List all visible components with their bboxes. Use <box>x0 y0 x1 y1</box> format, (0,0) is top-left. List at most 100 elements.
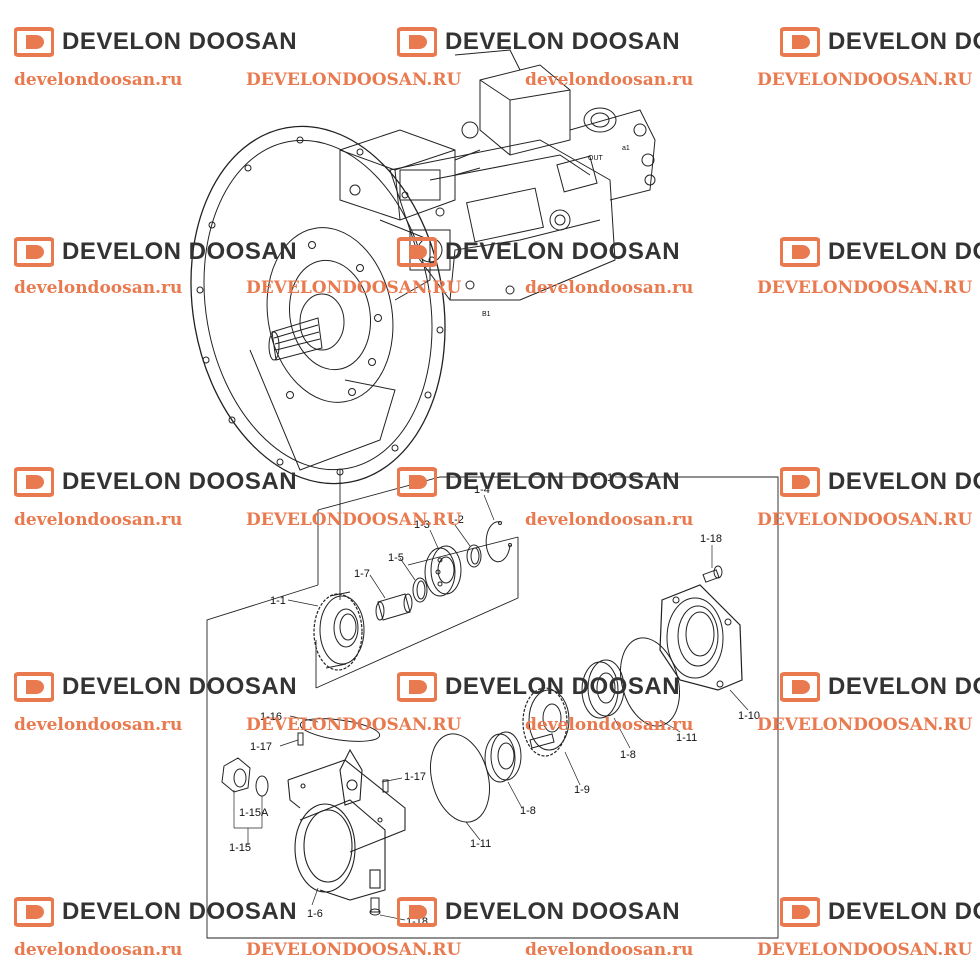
watermark-logo: DEVELON DOOSAN <box>397 467 680 497</box>
callout-1-3: 1-3 <box>414 519 430 531</box>
watermark-logo: DEVELON DOOSAN <box>14 672 297 702</box>
part-1-11-oring-right <box>620 637 680 727</box>
develon-logo-icon <box>780 467 820 497</box>
part-1-15-plug <box>221 757 251 793</box>
callout-1: 1 <box>607 472 613 484</box>
b1-port-label: B1 <box>482 311 491 318</box>
part-1-8-bearing-right <box>581 659 625 719</box>
callout-1-17-right: 1-17 <box>404 771 426 783</box>
callout-1-16: 1-16 <box>260 711 282 723</box>
watermark-logo: DEVELON DOOSAN <box>397 897 680 927</box>
part-1-6-casing <box>287 748 406 901</box>
watermark-brand: DEVELON DOOSAN <box>62 468 298 495</box>
develon-logo-icon <box>397 672 437 702</box>
watermark-brand: DEVELON DOOSAN <box>828 673 980 700</box>
watermark-url: DEVELONDOOSAN.RU <box>757 940 973 960</box>
watermark-logo: DEVELON DOOSAN <box>14 237 297 267</box>
callout-1-5: 1-5 <box>388 552 404 564</box>
develon-logo-icon <box>780 897 820 927</box>
callout-1-1: 1-1 <box>270 595 286 607</box>
part-1-3-bearing <box>424 545 462 597</box>
watermark-brand: DEVELON DOOSAN <box>445 898 681 925</box>
watermark-url: DEVELONDOOSAN.RU <box>757 510 973 530</box>
develon-logo-icon <box>14 672 54 702</box>
part-1-10-cover <box>659 584 743 691</box>
watermark-logo: DEVELON DOOSAN <box>14 467 297 497</box>
part-1-17-pin-left <box>297 732 304 746</box>
watermark-logo: DEVELON DOOSAN <box>780 897 980 927</box>
leader-lines <box>233 476 749 921</box>
develon-logo-icon <box>14 467 54 497</box>
part-1-15a-oring <box>255 775 269 797</box>
watermark-url: DEVELONDOOSAN.RU <box>246 510 462 530</box>
watermark-url: DEVELONDOOSAN.RU <box>246 70 462 90</box>
watermark-logo: DEVELON DOOSAN <box>397 672 680 702</box>
watermark-url: develondoosan.ru <box>525 278 694 298</box>
develon-logo-icon <box>397 467 437 497</box>
watermark-logo: DEVELON DOOSAN <box>14 897 297 927</box>
watermark-url: DEVELONDOOSAN.RU <box>757 70 973 90</box>
develon-logo-icon <box>14 897 54 927</box>
watermark-logo: DEVELON DOOSAN <box>14 27 297 57</box>
watermark-brand: DEVELON DOOSAN <box>828 468 980 495</box>
watermark-logo: DEVELON DOOSAN <box>780 467 980 497</box>
watermark-brand: DEVELON DOOSAN <box>445 28 681 55</box>
assembly-frame <box>206 470 779 939</box>
part-1-7-pin <box>375 593 413 621</box>
watermark-url: DEVELONDOOSAN.RU <box>246 715 462 735</box>
develon-logo-icon <box>14 237 54 267</box>
callout-1-11-right: 1-11 <box>676 732 697 744</box>
part-1-11-oring-left <box>430 733 490 823</box>
watermark-brand: DEVELON DOOSAN <box>62 673 298 700</box>
callout-1-7: 1-7 <box>354 568 370 580</box>
callout-1-4: 1-4 <box>474 484 490 496</box>
callout-1-2: 1-2 <box>448 514 464 526</box>
develon-logo-icon <box>397 27 437 57</box>
watermark-url: develondoosan.ru <box>14 940 183 960</box>
callout-1-8-left: 1-8 <box>520 805 536 817</box>
watermark-brand: DEVELON DOOSAN <box>828 28 980 55</box>
watermark-logo: DEVELON DOOSAN <box>780 672 980 702</box>
watermark-url: develondoosan.ru <box>525 70 694 90</box>
watermark-brand: DEVELON DOOSAN <box>62 898 298 925</box>
callout-1-17-left: 1-17 <box>250 741 272 753</box>
develon-logo-icon <box>780 27 820 57</box>
watermark-logo: DEVELON DOOSAN <box>397 237 680 267</box>
develon-logo-icon <box>14 27 54 57</box>
watermark-url: DEVELONDOOSAN.RU <box>757 715 973 735</box>
watermark-brand: DEVELON DOOSAN <box>62 238 298 265</box>
develon-logo-icon <box>397 897 437 927</box>
part-1-16-oring <box>299 718 381 742</box>
callout-1-8-right: 1-8 <box>620 749 636 761</box>
develon-logo-icon <box>780 672 820 702</box>
callout-1-11-left: 1-11 <box>470 838 491 850</box>
watermark-logo: DEVELON DOOSAN <box>780 27 980 57</box>
watermark-url: develondoosan.ru <box>14 715 183 735</box>
callout-1-9: 1-9 <box>574 784 590 796</box>
a1-port-label: a1 <box>622 145 630 152</box>
watermark-brand: DEVELON DOOSAN <box>445 238 681 265</box>
pump-assembly <box>190 49 656 485</box>
watermark-url: develondoosan.ru <box>14 278 183 298</box>
watermark-url: DEVELONDOOSAN.RU <box>246 278 462 298</box>
part-1-2-ring <box>466 544 482 568</box>
part-1-18-bolt-bottom <box>369 897 381 916</box>
out-port-label: OUT <box>588 155 604 162</box>
watermark-url: develondoosan.ru <box>14 70 183 90</box>
callout-1-6: 1-6 <box>307 908 323 920</box>
watermark-logo: DEVELON DOOSAN <box>397 27 680 57</box>
watermark-url: develondoosan.ru <box>525 940 694 960</box>
part-1-18-bolt-top <box>702 565 723 583</box>
watermark-brand: DEVELON DOOSAN <box>828 898 980 925</box>
part-1-8-bearing-left <box>484 731 522 783</box>
develon-logo-icon <box>780 237 820 267</box>
develon-logo-icon <box>397 237 437 267</box>
watermark-brand: DEVELON DOOSAN <box>62 28 298 55</box>
watermark-url: develondoosan.ru <box>525 715 694 735</box>
watermark-brand: DEVELON DOOSAN <box>445 673 681 700</box>
flange-bolt-holes <box>196 136 444 476</box>
callout-1-15a: 1-15A <box>239 807 269 819</box>
callout-1-10: 1-10 <box>738 710 760 722</box>
